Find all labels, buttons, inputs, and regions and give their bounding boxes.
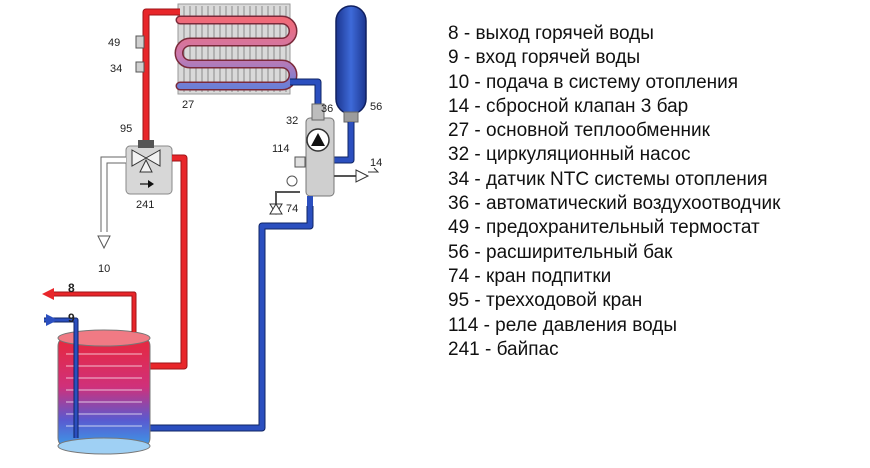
label-114: 114 — [272, 143, 290, 155]
label-27: 27 — [182, 99, 194, 111]
legend-item-36: 36 - автоматический воздухоотводчик — [448, 193, 781, 215]
label-95: 95 — [120, 123, 132, 135]
label-9: 9 — [68, 311, 75, 325]
legend-item-32: 32 - циркуляционный насос — [448, 144, 691, 166]
hot-water-boiler — [57, 329, 151, 455]
label-32: 32 — [286, 115, 298, 127]
label-36: 36 — [321, 103, 333, 115]
legend-item-10: 10 - подача в систему отопления — [448, 71, 739, 93]
legend-item-34: 34 - датчик NTC системы отопления — [448, 168, 768, 190]
label-8: 8 — [68, 281, 75, 295]
label-74: 74 — [286, 203, 298, 215]
label-56: 56 — [370, 101, 382, 113]
label-14: 14 — [370, 157, 382, 169]
hot-flow-pipe — [142, 8, 180, 150]
boiler-diagram: 49 34 27 36 56 32 95 114 14 241 74 10 8 … — [42, 3, 382, 455]
label-241: 241 — [136, 199, 154, 211]
three-way-valve — [125, 140, 173, 195]
legend-item-114: 114 - реле давления воды — [448, 314, 678, 336]
label-34: 34 — [110, 63, 122, 75]
pump-group — [269, 103, 380, 215]
label-10: 10 — [98, 263, 110, 275]
legend-item-241: 241 - байпас — [448, 338, 559, 360]
heating-supply-line — [97, 156, 126, 250]
sensors — [135, 35, 145, 73]
component-legend: 8 - выход горячей воды 9 - вход горячей … — [448, 22, 780, 362]
legend-item-14: 14 - сбросной клапан 3 бар — [448, 95, 689, 117]
hot-coil-pipe — [150, 154, 188, 370]
legend-item-95: 95 - трехходовой кран — [448, 290, 643, 312]
dhw-lines — [42, 288, 137, 438]
expansion-tank — [335, 5, 367, 123]
legend-item-8: 8 - выход горячей воды — [448, 23, 654, 44]
label-49: 49 — [108, 37, 120, 49]
return-pipe-lower — [150, 206, 314, 432]
legend-item-9: 9 - вход горячей воды — [448, 47, 641, 69]
legend-item-74: 74 - кран подпитки — [448, 265, 612, 287]
main-heat-exchanger — [174, 3, 298, 95]
legend-item-49: 49 - предохранительный термостат — [448, 217, 760, 239]
legend-item-56: 56 - расширительный бак — [448, 241, 673, 263]
legend-item-27: 27 - основной теплообменник — [448, 120, 710, 142]
